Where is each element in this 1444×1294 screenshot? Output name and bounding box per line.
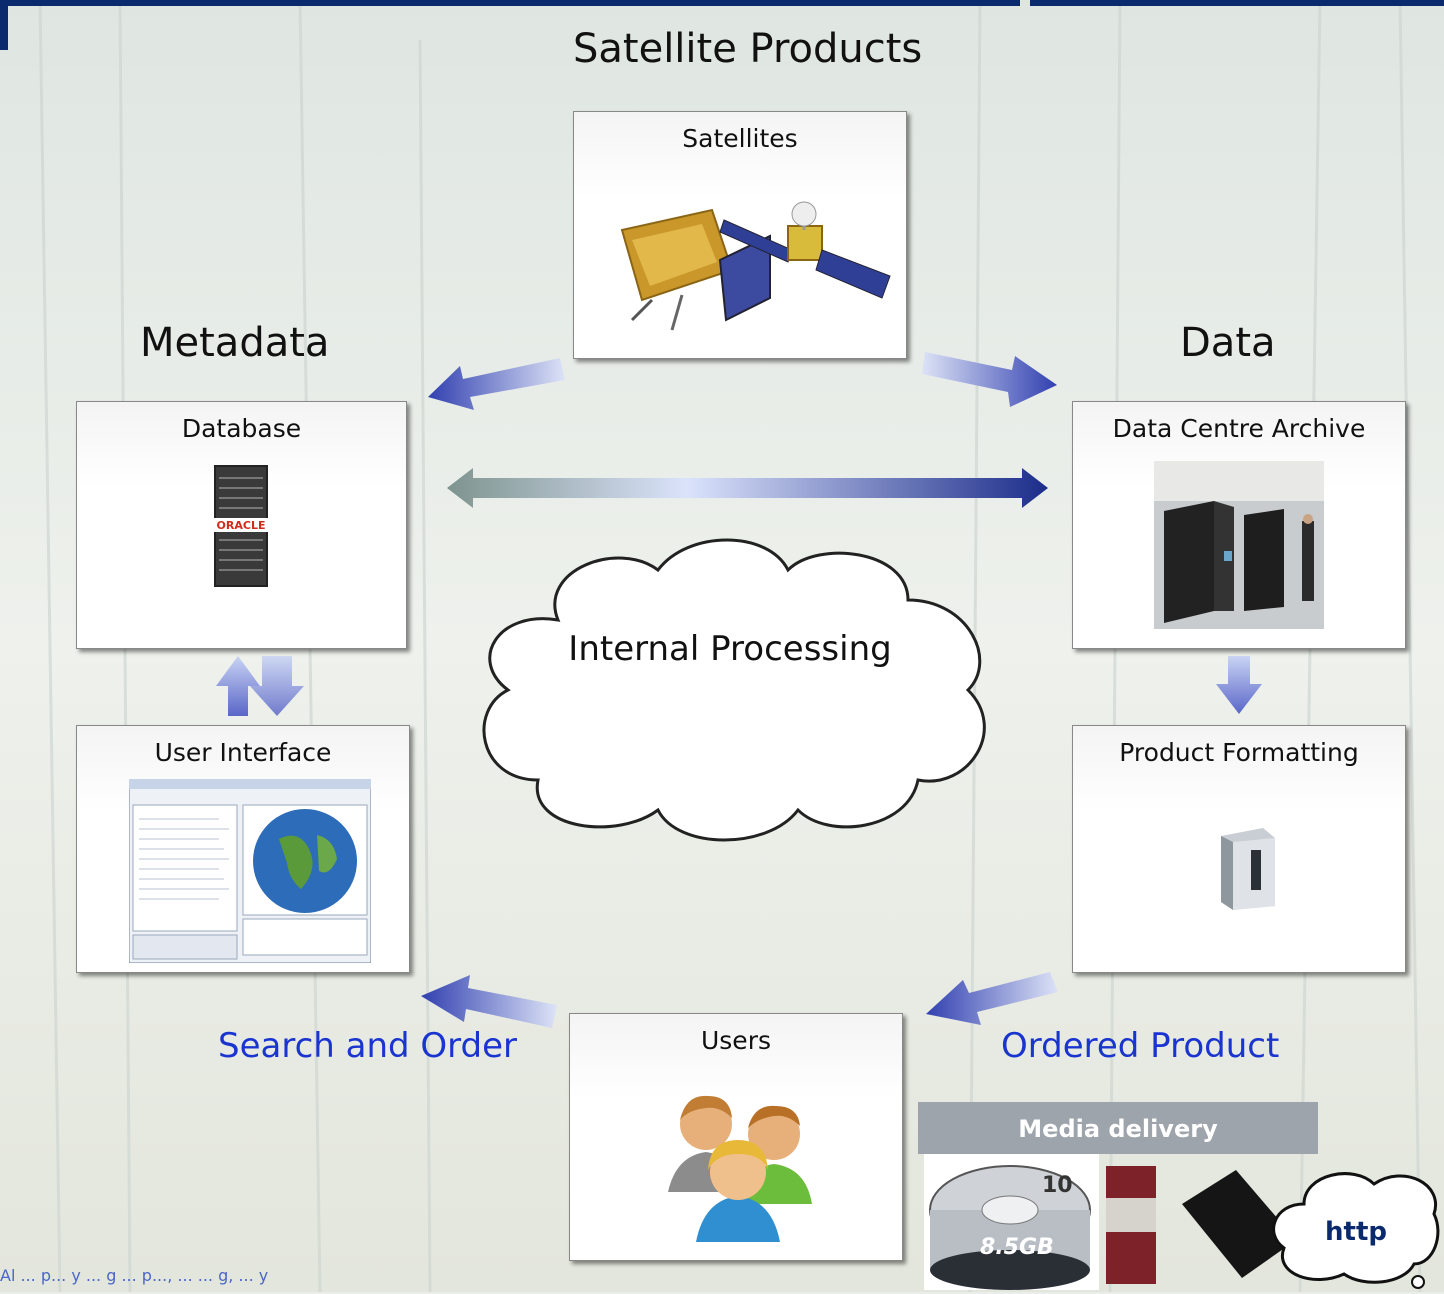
internal-processing-cloud: Internal Processing [482, 538, 986, 842]
media-images: 10 8.5GB [924, 1154, 1296, 1290]
satellites-label: Satellites [682, 124, 798, 153]
header-bar [0, 0, 1020, 6]
users-box: Users [569, 1013, 903, 1261]
oracle-logo-text: ORACLE [217, 519, 266, 532]
header-accent [0, 6, 8, 50]
arrow-ui-to-database [216, 656, 260, 716]
data-heading: Data [1180, 320, 1276, 366]
arrow-archive-to-formatting [1216, 656, 1262, 714]
archive-box: Data Centre Archive [1072, 401, 1406, 649]
arrow-database-to-ui [250, 656, 304, 716]
arrow-users-to-ui [421, 975, 557, 1028]
media-delivery-label: Media delivery [1018, 1115, 1218, 1143]
server-tower-icon [1221, 828, 1275, 910]
archive-label: Data Centre Archive [1112, 414, 1366, 443]
user-interface-box: User Interface [76, 725, 410, 973]
product-formatting-label: Product Formatting [1119, 738, 1359, 767]
satellites-box: Satellites [573, 111, 907, 359]
user-interface-label: User Interface [154, 738, 332, 767]
diagram-title: Satellite Products [573, 26, 923, 72]
users-label: Users [700, 1026, 771, 1055]
data-centre-photo [1154, 461, 1324, 629]
database-label: Database [181, 414, 302, 443]
database-box: Database ORACLE [76, 401, 407, 649]
media-delivery-bar: Media delivery [918, 1102, 1318, 1154]
search-and-order-label: Search and Order [218, 1026, 518, 1066]
http-cloud: http [1272, 1172, 1440, 1289]
ordered-product-label: Ordered Product [1001, 1026, 1280, 1066]
metadata-heading: Metadata [140, 320, 330, 366]
dvd-capacity: 8.5GB [980, 1235, 1054, 1260]
satellites-icon [620, 201, 891, 331]
cloud-label: Internal Processing [568, 629, 891, 669]
dvd-pack-count: 10 [1042, 1173, 1073, 1198]
http-label: http [1325, 1217, 1387, 1247]
arrow-satellites-to-archive [922, 352, 1057, 407]
header-bar-right [1030, 0, 1444, 6]
database-server-icon: ORACLE [211, 465, 271, 587]
arrow-database-archive-bidirectional [447, 468, 1048, 508]
users-icon [668, 1095, 812, 1242]
product-formatting-box: Product Formatting [1072, 725, 1406, 973]
footer-text: Al ... p... y ... g ... p..., ... ... g,… [0, 1266, 269, 1285]
ui-screenshot-thumbnail [129, 779, 371, 963]
arrow-formatting-to-users [926, 972, 1058, 1025]
arrow-satellites-to-database [428, 358, 565, 410]
